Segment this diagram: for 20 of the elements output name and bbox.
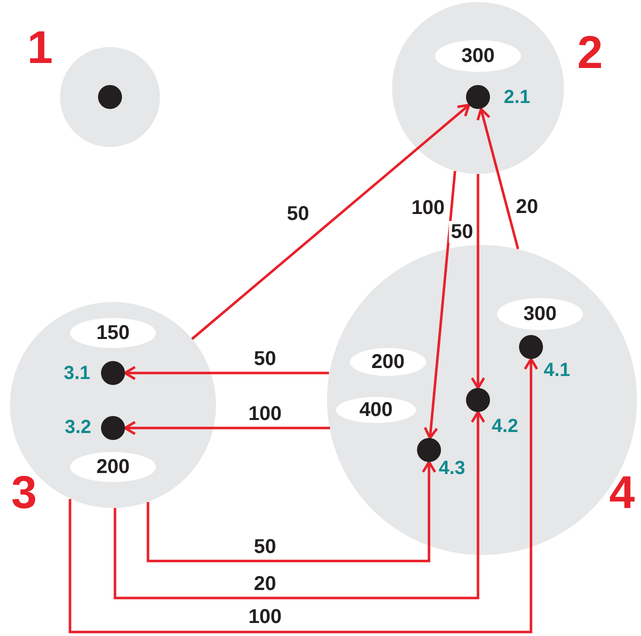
dot-label: 3.2: [64, 417, 92, 439]
dot-label: 3.1: [64, 363, 90, 385]
arrow: [114, 410, 486, 600]
dot-label: 4.3: [438, 458, 466, 480]
dot-label: 4.1: [544, 360, 570, 382]
dot-label: 2.1: [504, 87, 530, 109]
edge-label: 50: [448, 221, 476, 243]
region-number: 4: [608, 467, 636, 517]
arrow: [424, 170, 456, 440]
arrow: [124, 366, 329, 380]
arrow: [476, 108, 520, 250]
dot-label: 4.2: [492, 416, 518, 438]
arrow: [191, 104, 470, 340]
arrow: [68, 358, 538, 634]
region-number: 1: [26, 22, 54, 72]
region-number: 3: [10, 467, 38, 517]
arrow: [470, 174, 486, 390]
arrow: [146, 460, 436, 562]
arrow: [124, 420, 330, 436]
region-number: 2: [576, 27, 604, 77]
